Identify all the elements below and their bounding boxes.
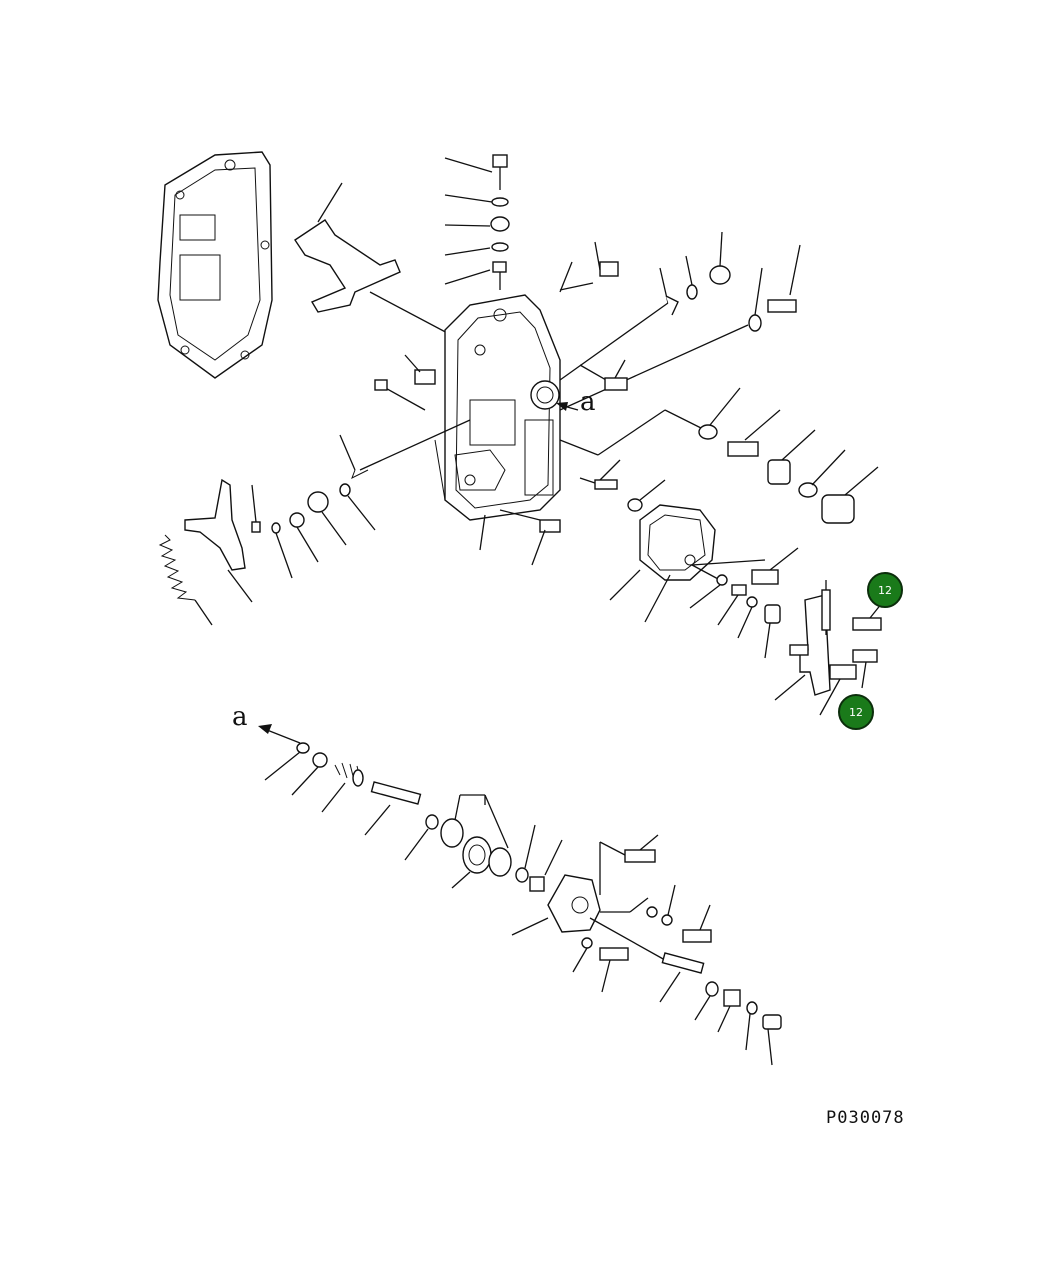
upper-right-parts [559,231,801,411]
callout-badge-12-upper[interactable]: 12 [867,572,903,608]
view-marker-top: a [556,387,596,417]
callout-badge-12-upper-label: 12 [878,584,892,597]
view-marker-bottom: a [232,702,301,744]
right-bracket [774,580,883,716]
drawing-number: P030078 [826,1108,905,1128]
lower-assembly [264,742,782,1066]
right-cover-plate [609,504,799,659]
view-marker-top-label: a [580,387,596,417]
left-lever-spring [158,478,376,626]
top-bolt-stack [444,154,510,290]
lever-shaft-assembly [294,182,471,346]
right-flange-row [559,387,879,524]
housing-cover [157,151,273,379]
view-marker-bottom-label: a [232,702,248,732]
callout-badge-12-lower[interactable]: 12 [838,694,874,730]
valve-body [434,294,561,521]
middle-bolts [479,459,666,566]
callout-badge-12-lower-label: 12 [849,706,863,719]
left-bolts [339,354,471,480]
